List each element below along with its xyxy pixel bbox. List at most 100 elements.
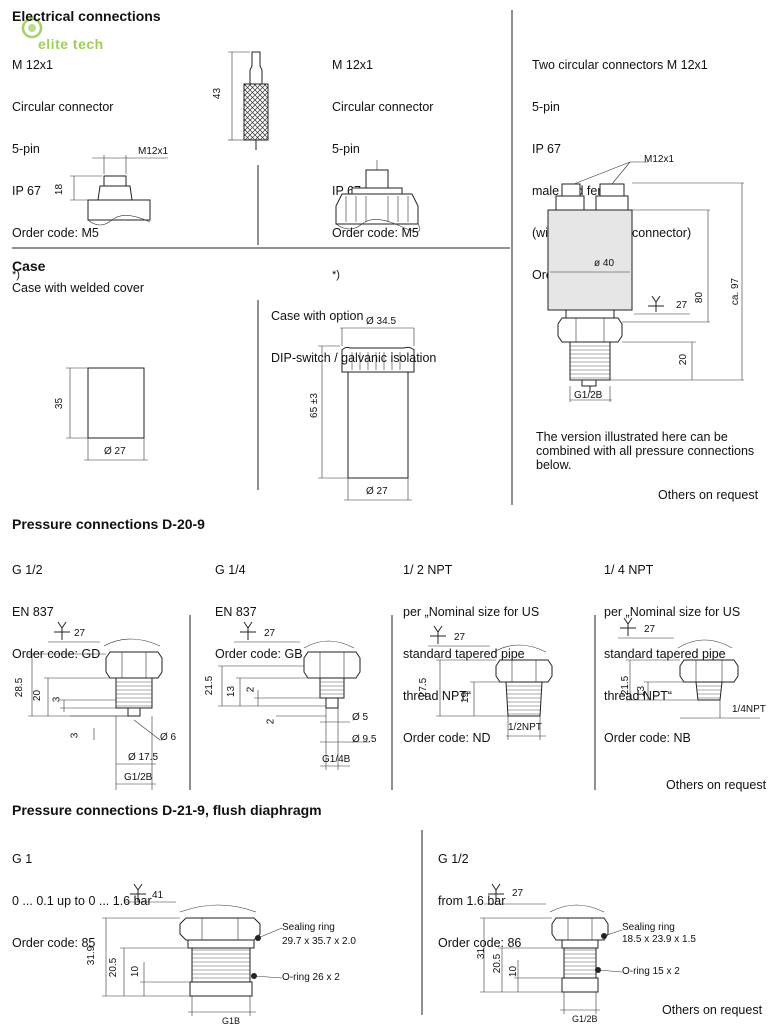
d209c3-l1: per „Nominal size for US bbox=[403, 605, 540, 619]
d219c1-l0: G 1 bbox=[12, 852, 33, 866]
dim-18: 18 bbox=[54, 183, 66, 196]
transmitter-drawing bbox=[547, 161, 744, 402]
dim-80: 80 bbox=[694, 291, 706, 304]
d209-dim-e13: 13 bbox=[636, 685, 648, 698]
d209c3-l0: 1/ 2 NPT bbox=[403, 563, 453, 577]
section-heading-electrical: Electrical connections bbox=[12, 8, 161, 24]
d219c1-l1: 0 ... 0.1 up to 0 ... 1.6 bar bbox=[12, 894, 152, 908]
d209-dim-b5: Ø 5 bbox=[352, 712, 369, 723]
d209-dim-cn: 1/2NPT bbox=[508, 722, 542, 733]
d209-dim-en: 1/4NPT bbox=[732, 704, 766, 715]
wrench-icon-f bbox=[488, 883, 504, 902]
others-on-request-3: Others on request bbox=[662, 1003, 763, 1017]
d209-npt12-drawing bbox=[428, 625, 553, 740]
ec1-footnote: *) bbox=[12, 269, 20, 281]
wrench-icon-e bbox=[130, 883, 146, 902]
d209-dim-e27: 27 bbox=[644, 624, 656, 635]
d209c2-l2: Order code: GB bbox=[215, 647, 303, 661]
ec3-line0: Two circular connectors M 12x1 bbox=[532, 58, 708, 72]
dim-27-wrench: 27 bbox=[676, 300, 688, 311]
d219-dim-b27: 27 bbox=[512, 888, 524, 899]
dim-g12b: G1/2B bbox=[574, 390, 603, 401]
d209-dim-a3b: 3 bbox=[69, 732, 81, 739]
d219-seal-label-a: Sealing ring bbox=[282, 922, 335, 933]
d209-dim-b13: 13 bbox=[226, 685, 238, 698]
ec3-line1: 5-pin bbox=[532, 100, 560, 114]
wrench-icon-c bbox=[430, 625, 446, 644]
d209c2-l1: EN 837 bbox=[215, 605, 257, 619]
dim-20: 20 bbox=[678, 353, 690, 366]
dim-ca97: ca. 97 bbox=[730, 277, 742, 306]
d209c2-l0: G 1/4 bbox=[215, 563, 246, 577]
d209c3-l4: Order code: ND bbox=[403, 731, 491, 745]
connector-side-drawing bbox=[228, 51, 269, 150]
d209c3-l3: thread NPT“ bbox=[403, 689, 472, 703]
dim-65: 65 ±3 bbox=[308, 393, 320, 418]
d209-dim-e215: 21.5 bbox=[620, 675, 632, 696]
others-on-request-2: Others on request bbox=[666, 778, 767, 792]
logo-text: elite tech bbox=[38, 36, 104, 52]
d209-dim-b2: 2 bbox=[245, 686, 257, 693]
d209c4-l3: thread NPT“ bbox=[604, 689, 673, 703]
d209c4-l4: Order code: NB bbox=[604, 731, 691, 745]
company-logo: elite tech bbox=[12, 18, 112, 52]
d209-dim-a27: 27 bbox=[74, 628, 86, 639]
d219-dim-bg: G1/2B bbox=[572, 1014, 598, 1024]
ec2-line0: M 12x1 bbox=[332, 58, 373, 72]
d219-g12-drawing bbox=[480, 883, 623, 1014]
ec1-line2: 5-pin bbox=[12, 142, 40, 156]
ec2-line1: Circular connector bbox=[332, 100, 434, 114]
electrical-col1: M 12x1 Circular connector 5-pin IP 67 Or… bbox=[12, 30, 113, 296]
d209-dim-b2b: 2 bbox=[265, 718, 277, 725]
ec1-line0: M 12x1 bbox=[12, 58, 53, 72]
d219-dim-a319: 31.9 bbox=[86, 945, 98, 966]
d219-seal-label-b: Sealing ring bbox=[622, 922, 675, 933]
d219c1-l2: Order code: 85 bbox=[12, 936, 96, 950]
d219c2-l0: G 1/2 bbox=[438, 852, 469, 866]
dim-dia345: Ø 34.5 bbox=[366, 316, 397, 327]
d209c4-l0: 1/ 4 NPT bbox=[604, 563, 654, 577]
d219-col1: G 1 0 ... 0.1 up to 0 ... 1.6 bar Order … bbox=[12, 824, 152, 964]
d219-dim-a41: 41 bbox=[152, 890, 164, 901]
dim-35: 35 bbox=[54, 397, 66, 410]
d219-dim-b31: 31 bbox=[476, 947, 488, 960]
d209-dim-c275: 27.5 bbox=[418, 677, 430, 698]
d219-seal-value-b: 18.5 x 23.9 x 1.5 bbox=[622, 934, 696, 945]
combination-note: The version illustrated here can be comb… bbox=[536, 430, 755, 472]
d209-col1: G 1/2 EN 837 Order code: GD bbox=[12, 535, 100, 675]
d209-dim-a285: 28.5 bbox=[14, 677, 26, 698]
section-heading-d219: Pressure connections D-21-9, flush diaph… bbox=[12, 802, 322, 818]
dim-43: 43 bbox=[212, 87, 224, 100]
d209-dim-b215: 21.5 bbox=[204, 675, 216, 696]
wrench-icon-electrical bbox=[648, 295, 664, 312]
others-on-request-1: Others on request bbox=[658, 488, 759, 502]
wrench-icon-d bbox=[620, 617, 636, 636]
d219-dim-a205: 20.5 bbox=[108, 957, 120, 978]
d219-g1-drawing bbox=[102, 883, 283, 1016]
d209c4-l1: per „Nominal size for US bbox=[604, 605, 741, 619]
d209c4-l2: standard tapered pipe bbox=[604, 647, 726, 661]
ec2-line4: Order code: M5 bbox=[332, 226, 419, 240]
d219-seal-value-a: 29.7 x 35.7 x 2.0 bbox=[282, 936, 356, 947]
case-welded-drawing bbox=[66, 367, 148, 461]
d209-dim-ag: G1/2B bbox=[124, 772, 153, 783]
d209c3-l2: standard tapered pipe bbox=[403, 647, 525, 661]
d209-npt14-drawing bbox=[618, 617, 760, 719]
d219-dim-b10: 10 bbox=[508, 965, 520, 978]
ec1-line4: Order code: M5 bbox=[12, 226, 99, 240]
d209-g12-drawing bbox=[28, 621, 163, 790]
d209-dim-a175: Ø 17.5 bbox=[128, 752, 159, 763]
d209-dim-a6: Ø 6 bbox=[160, 732, 177, 743]
dim-dia40: ø 40 bbox=[594, 258, 615, 269]
ec2-line2: 5-pin bbox=[332, 142, 360, 156]
d209c1-l2: Order code: GD bbox=[12, 647, 101, 661]
dim-m12x1-b: M12x1 bbox=[644, 154, 675, 165]
d209c1-l1: EN 837 bbox=[12, 605, 54, 619]
case-dip-drawing bbox=[318, 327, 415, 501]
dim-dia27-b: Ø 27 bbox=[366, 486, 388, 497]
ec1-line3: IP 67 bbox=[12, 184, 41, 198]
d209-col3: 1/ 2 NPT per „Nominal size for US standa… bbox=[403, 535, 539, 759]
d219-dim-b205: 20.5 bbox=[492, 953, 504, 974]
ec1-line1: Circular connector bbox=[12, 100, 114, 114]
d219c2-l1: from 1.6 bar bbox=[438, 894, 506, 908]
